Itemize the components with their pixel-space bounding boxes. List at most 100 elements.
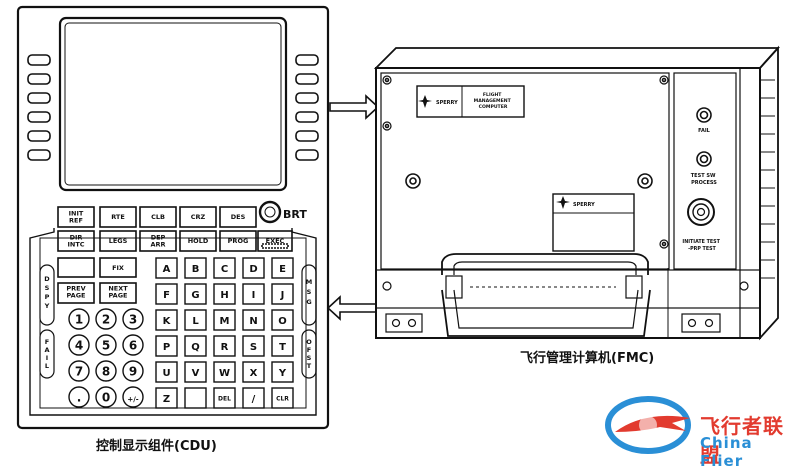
exec-key[interactable] <box>257 230 293 252</box>
fix-key[interactable] <box>99 257 137 278</box>
alpha-key[interactable] <box>155 361 178 383</box>
alpha-key[interactable] <box>242 387 265 409</box>
line-select-key-left[interactable] <box>27 111 51 123</box>
alpha-key[interactable] <box>271 257 294 279</box>
numeric-key-label: +/- <box>127 396 138 404</box>
function-key[interactable] <box>219 230 257 252</box>
function-key[interactable] <box>99 206 137 228</box>
alpha-key[interactable] <box>213 361 236 383</box>
alpha-key[interactable] <box>213 309 236 331</box>
line-select-key-left[interactable] <box>27 92 51 104</box>
alpha-key-label: R <box>221 342 229 353</box>
fmc-nameplate <box>416 85 525 118</box>
numeric-key[interactable] <box>122 308 144 330</box>
alpha-key[interactable] <box>184 361 207 383</box>
alpha-key[interactable] <box>184 257 207 279</box>
numeric-key[interactable] <box>68 334 90 356</box>
function-key-label: DES <box>231 213 246 221</box>
next-page-key[interactable] <box>99 282 137 304</box>
numeric-key[interactable] <box>122 360 144 382</box>
fmc-nameplate-text: FLIGHT MANAGEMENT COMPUTER <box>474 92 513 110</box>
alpha-key[interactable] <box>271 361 294 383</box>
numeric-key[interactable] <box>122 334 144 356</box>
alpha-key[interactable] <box>271 335 294 357</box>
watermark-cn: 飞行者联盟 <box>700 414 784 467</box>
alpha-key-label: E <box>279 264 286 275</box>
alpha-key[interactable] <box>213 283 236 305</box>
function-key-label: RTE <box>111 213 125 221</box>
alpha-key[interactable] <box>155 283 178 305</box>
line-select-key-left[interactable] <box>27 130 51 142</box>
line-select-key-right[interactable] <box>295 111 319 123</box>
alpha-key[interactable] <box>155 257 178 279</box>
arrow-fmc-to-cdu <box>326 295 377 321</box>
line-select-key-right[interactable] <box>295 130 319 142</box>
numeric-key-label: 0 <box>102 391 110 405</box>
alpha-key-label: M <box>220 316 230 327</box>
function-key[interactable] <box>99 230 137 252</box>
numeric-key[interactable] <box>95 360 117 382</box>
alpha-key-label: D <box>249 264 257 275</box>
numeric-key[interactable] <box>95 308 117 330</box>
watermark-logo-icon <box>605 396 691 454</box>
blank-key[interactable] <box>57 257 95 278</box>
numeric-key-label: 5 <box>102 339 110 353</box>
alpha-key-label: U <box>162 368 170 379</box>
line-select-key-left[interactable] <box>27 73 51 85</box>
alpha-key[interactable] <box>242 335 265 357</box>
alpha-key[interactable] <box>155 309 178 331</box>
fail-lamp <box>696 107 712 123</box>
alpha-key[interactable] <box>271 283 294 305</box>
numeric-key[interactable] <box>122 386 144 408</box>
brt-label: BRT <box>283 208 307 221</box>
numeric-key[interactable] <box>68 360 90 382</box>
alpha-key[interactable] <box>242 257 265 279</box>
line-select-key-right[interactable] <box>295 73 319 85</box>
function-key[interactable] <box>219 206 257 228</box>
numeric-key[interactable] <box>95 386 117 408</box>
alpha-key-label: L <box>192 316 199 327</box>
alpha-key[interactable] <box>242 283 265 305</box>
alpha-key[interactable] <box>271 309 294 331</box>
alpha-key[interactable] <box>184 283 207 305</box>
alpha-key-label: W <box>219 368 230 379</box>
watermark-en: China Flier <box>700 434 753 470</box>
alpha-key[interactable] <box>271 387 294 409</box>
alpha-key[interactable] <box>155 387 178 409</box>
alpha-key[interactable] <box>213 257 236 279</box>
line-select-key-right[interactable] <box>295 92 319 104</box>
line-select-key-left[interactable] <box>27 149 51 161</box>
line-select-key-left[interactable] <box>27 54 51 66</box>
numeric-key[interactable] <box>95 334 117 356</box>
numeric-key[interactable] <box>68 386 90 408</box>
alpha-key[interactable] <box>184 387 207 409</box>
alpha-key[interactable] <box>242 361 265 383</box>
test-label: TEST SW PROCESS <box>691 173 718 186</box>
alpha-key[interactable] <box>213 387 236 409</box>
function-key[interactable] <box>179 206 217 228</box>
function-key[interactable] <box>139 206 177 228</box>
line-select-key-right[interactable] <box>295 54 319 66</box>
function-key[interactable] <box>179 230 217 252</box>
alpha-key-label: P <box>163 342 170 353</box>
alpha-key[interactable] <box>242 309 265 331</box>
function-key[interactable] <box>57 230 95 252</box>
alpha-key-label: I <box>252 290 256 301</box>
line-select-key-right[interactable] <box>295 149 319 161</box>
alpha-key-label: K <box>163 316 172 327</box>
alpha-key[interactable] <box>155 335 178 357</box>
alpha-key[interactable] <box>184 335 207 357</box>
function-key-label: HOLD <box>188 237 209 245</box>
function-key[interactable] <box>57 206 95 228</box>
alpha-key[interactable] <box>184 309 207 331</box>
function-key[interactable] <box>139 230 177 252</box>
function-key-label: CLB <box>151 213 165 221</box>
alpha-key[interactable] <box>213 335 236 357</box>
numeric-key[interactable] <box>68 308 90 330</box>
prev-page-key[interactable] <box>57 282 95 304</box>
